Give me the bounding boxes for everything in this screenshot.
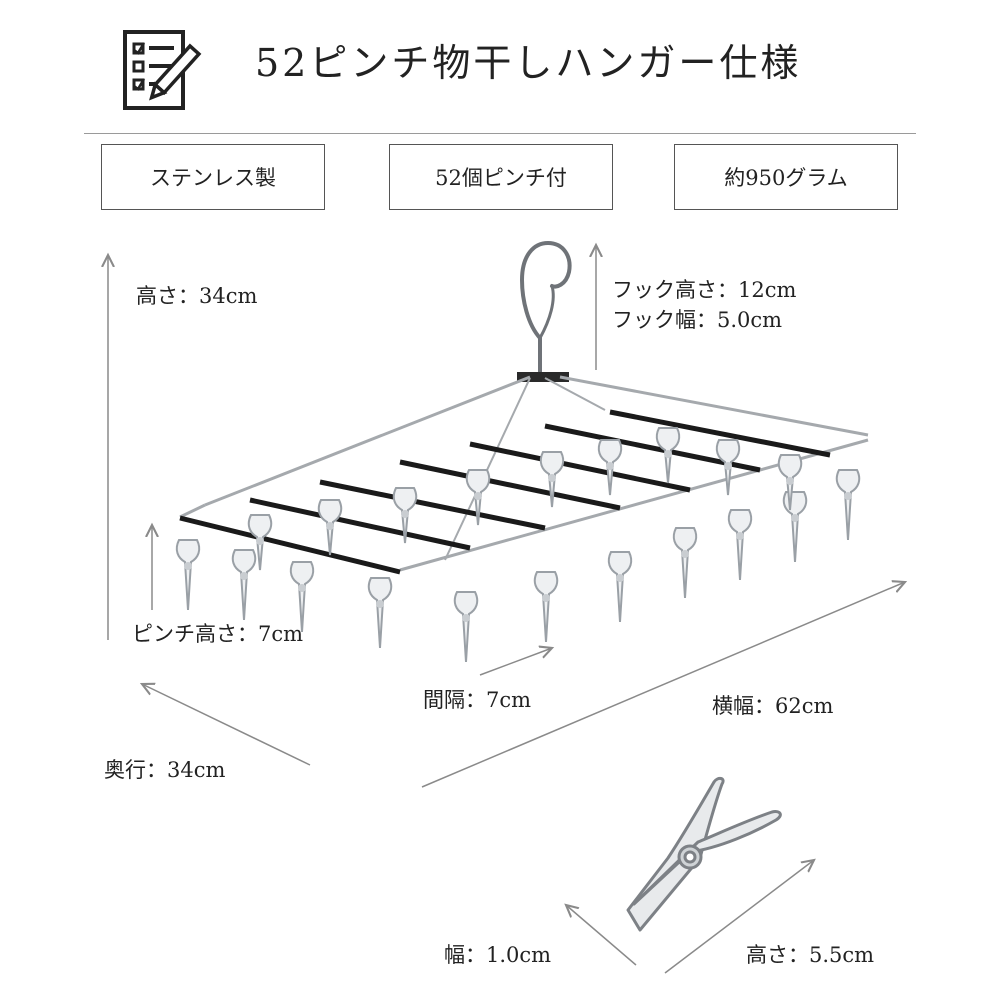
pinch <box>655 427 681 484</box>
rail <box>469 441 691 493</box>
pinch <box>715 439 741 496</box>
page-title: 52ピンチ物干しハンガー仕様 <box>255 41 802 85</box>
rail <box>319 479 546 531</box>
pinch <box>392 487 418 544</box>
pinch <box>607 551 633 623</box>
pinch-height-label: ピンチ高さ：7cm <box>132 622 304 646</box>
hook-height-label: フック高さ：12cm <box>612 278 797 302</box>
rail <box>249 497 471 551</box>
clip-height-label: 高さ：5.5cm <box>746 943 875 967</box>
pinch <box>247 514 273 571</box>
checklist-pencil-icon <box>123 30 202 110</box>
feature-52-pinches: 52個ピンチ付 <box>389 144 613 210</box>
depth-label: 奥行：34cm <box>104 758 226 782</box>
pinch <box>539 451 565 508</box>
width-label: 横幅：62cm <box>712 694 834 718</box>
clip-height-arrow <box>664 860 814 974</box>
width-arrow <box>421 582 905 788</box>
pinch <box>175 539 201 611</box>
feature-weight: 約950グラム <box>674 144 898 210</box>
rail <box>609 409 831 458</box>
spacing-arrow <box>479 648 552 676</box>
pinch <box>672 527 698 599</box>
rail <box>399 459 621 511</box>
hanger-rails <box>179 409 831 575</box>
pinch <box>317 499 343 556</box>
clip-width-arrow <box>566 905 637 966</box>
clip-detail <box>626 776 782 932</box>
pinch <box>367 577 393 649</box>
clip-width-label: 幅：1.0cm <box>444 943 552 967</box>
hook-width-label: フック幅：5.0cm <box>612 308 783 332</box>
hook <box>519 240 572 374</box>
pinch <box>453 591 479 663</box>
hanger-pins <box>175 427 861 663</box>
height-label: 高さ：34cm <box>136 284 258 308</box>
pinch <box>835 469 861 541</box>
pinch <box>289 561 315 633</box>
pinch <box>597 439 623 496</box>
pinch <box>727 509 753 581</box>
pinch <box>231 549 257 621</box>
feature-stainless: ステンレス製 <box>101 144 325 210</box>
pinch <box>782 491 808 563</box>
rail <box>179 515 401 575</box>
hook-mount <box>517 372 569 382</box>
pinch <box>465 469 491 526</box>
depth-arrow <box>142 684 311 766</box>
title-divider <box>84 133 916 134</box>
pinch <box>777 454 803 511</box>
spacing-label: 間隔：7cm <box>423 688 532 712</box>
pinch <box>533 571 559 643</box>
